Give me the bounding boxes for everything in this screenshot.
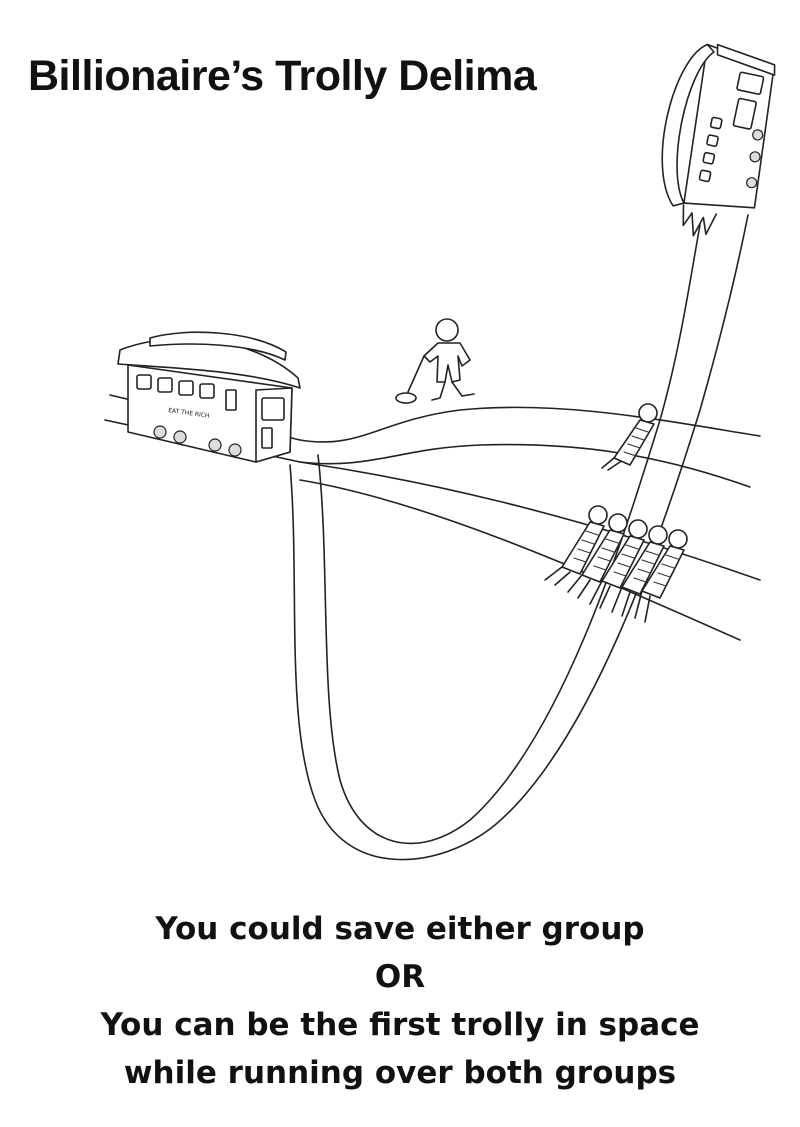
rocket-trolley-icon xyxy=(661,43,776,237)
trolley-icon: EAT THE RICH xyxy=(117,331,301,463)
caption-line-3: You can be the first trolly in space xyxy=(100,1007,700,1043)
tied-group-icon xyxy=(544,505,688,623)
caption-line-1: You could save either group xyxy=(155,911,645,947)
tied-person-icon xyxy=(601,403,658,471)
looping-space-track xyxy=(289,214,749,861)
caption-line-2: OR xyxy=(374,959,426,995)
meme-title: Billionaire’s Trolly Delima xyxy=(28,52,537,100)
trolley-illustration: EAT THE RICH xyxy=(104,43,776,861)
lever-person-icon xyxy=(395,318,475,404)
caption-line-4: while running over both groups xyxy=(123,1055,677,1091)
caption-block: You could save either group OR You can b… xyxy=(0,905,800,1097)
